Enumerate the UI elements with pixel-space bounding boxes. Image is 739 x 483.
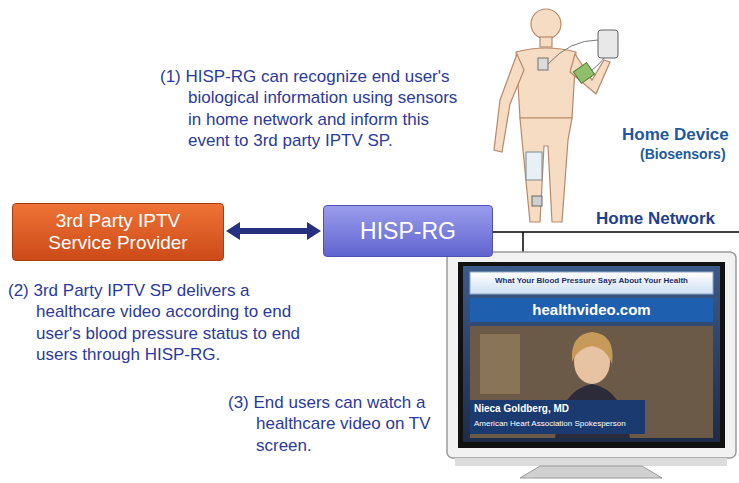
network-label: Home Network: [596, 208, 736, 229]
presenter-role: American Heart Association Spokesperson: [474, 419, 642, 429]
node-text: HISP-RG: [360, 218, 456, 245]
arrow-head: [307, 222, 321, 240]
provider-box: 3rd Party IPTV Service Provider: [12, 203, 224, 261]
tv-set: [447, 252, 736, 478]
double-arrow: [238, 228, 309, 234]
arrow-head: [226, 222, 240, 240]
human-figure: [494, 9, 610, 222]
video-brand: healthvideo.com: [472, 301, 711, 320]
presenter-name: Nieca Goldberg, MD: [474, 403, 642, 416]
node-text: 3rd Party IPTV Service Provider: [23, 210, 213, 254]
network-line: [493, 231, 739, 233]
network-drop: [522, 232, 524, 252]
step-note: (1) HISP-RG can recognize end user's bio…: [160, 66, 460, 151]
gateway-box: HISP-RG: [323, 205, 493, 257]
device-heading: Home Device: [622, 124, 737, 145]
step-note: (3) End users can watch a healthcare vid…: [228, 392, 443, 456]
biosensors: [526, 30, 618, 206]
video-title: What Your Blood Pressure Says About Your…: [472, 276, 711, 286]
device-subheading: (Biosensors): [640, 146, 737, 164]
step-note: (2) 3rd Party IPTV SP delivers a healthc…: [8, 280, 308, 365]
